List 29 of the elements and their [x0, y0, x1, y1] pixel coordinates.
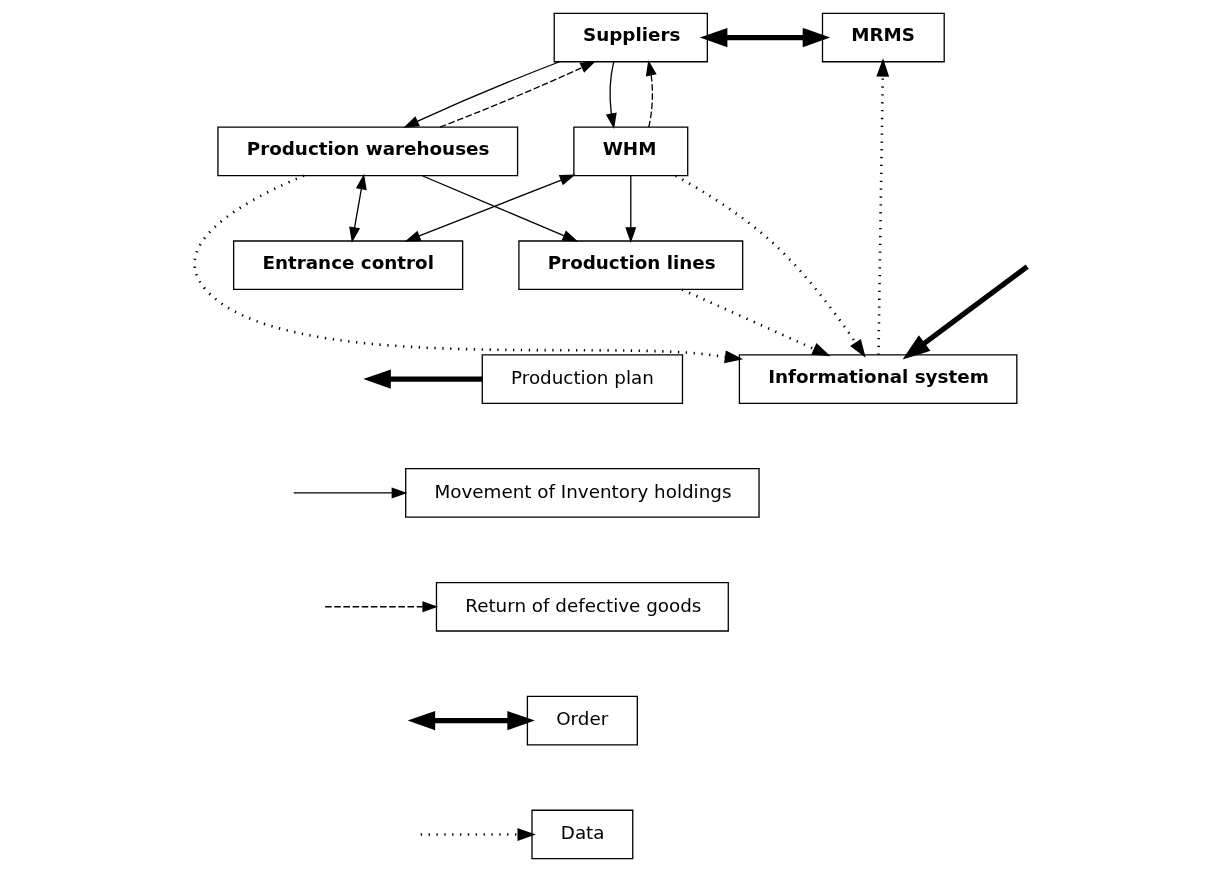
arrow	[407, 710, 535, 731]
node-box: Production warehouses	[217, 126, 519, 177]
node-box: Entrance control	[233, 240, 464, 291]
node-box: Production lines	[518, 240, 744, 291]
arrow	[625, 175, 637, 243]
arrow	[363, 369, 483, 389]
node-box: Movement of Inventory holdings	[405, 468, 760, 518]
arrow	[324, 601, 439, 613]
node-box: Return of defective goods	[435, 581, 729, 632]
arrow	[439, 61, 596, 128]
arrow	[349, 173, 367, 243]
node-box: Suppliers	[553, 12, 708, 63]
node-box: Production plan	[481, 354, 684, 404]
arrow	[293, 487, 408, 499]
node-box: MRMS	[821, 12, 945, 63]
node-box: Informational system	[738, 354, 1018, 404]
arrow	[605, 61, 617, 129]
arrow	[876, 58, 890, 355]
arrow	[675, 174, 866, 358]
node-box: Data	[531, 809, 634, 860]
arrow	[699, 27, 831, 48]
arrow	[681, 288, 831, 357]
arrow	[420, 828, 536, 841]
arrow	[403, 61, 561, 128]
arrow	[193, 174, 744, 364]
arrow	[645, 59, 657, 128]
node-box: WHM	[573, 126, 689, 177]
arrow	[902, 264, 1029, 360]
node-box: Order	[526, 695, 638, 746]
